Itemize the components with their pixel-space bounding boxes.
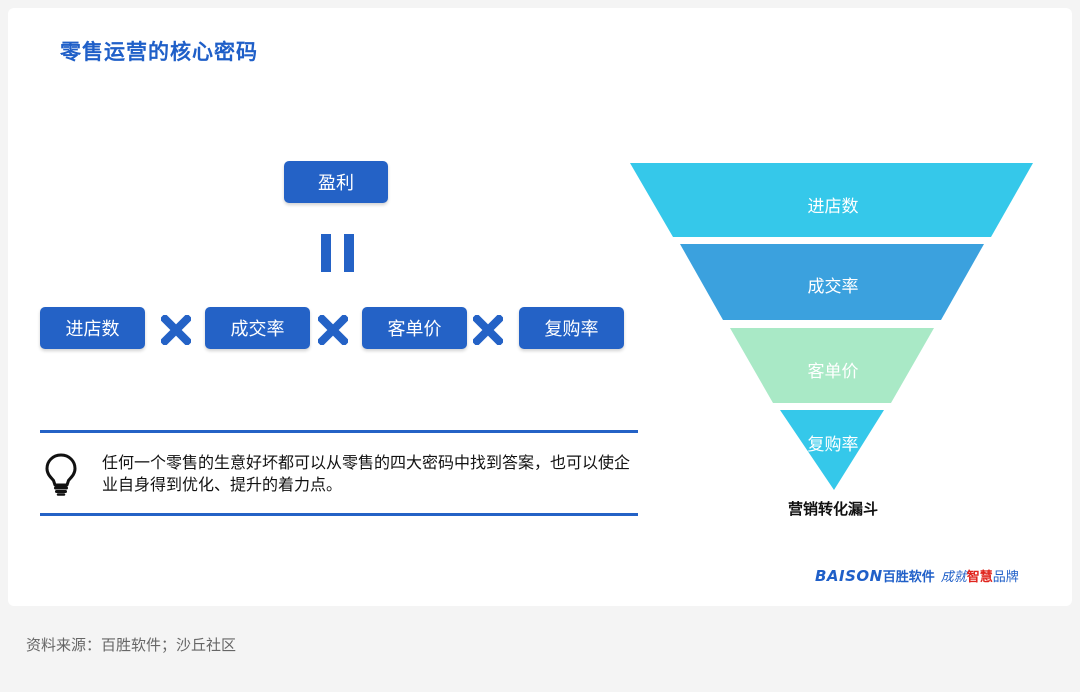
sales-funnel [630, 163, 1033, 490]
lightbulb-icon [45, 453, 77, 496]
page-title: 零售运营的核心密码 [60, 40, 258, 64]
multiply-icon [473, 315, 503, 345]
funnel-level-repurchase [780, 410, 884, 490]
multiply-icon [161, 315, 191, 345]
funnel-level-visits [630, 163, 1033, 237]
result-box-profit: 盈利 [284, 161, 388, 203]
funnel-label-avg-order: 客单价 [807, 362, 859, 382]
note-bottom-divider [40, 513, 638, 516]
source-caption: 资料来源：百胜软件；沙丘社区 [26, 636, 237, 654]
term-box-visits: 进店数 [40, 307, 145, 349]
funnel-level-avg-order [730, 328, 934, 403]
term-box-avg-order: 客单价 [362, 307, 467, 349]
funnel-label-conversion: 成交率 [807, 277, 859, 297]
multiply-icon [318, 315, 348, 345]
funnel-level-conversion [680, 244, 984, 320]
note-top-divider [40, 430, 638, 433]
funnel-label-visits: 进店数 [807, 197, 859, 217]
note-text: 任何一个零售的生意好坏都可以从零售的四大密码中找到答案，也可以使企业自身得到优化… [102, 453, 631, 494]
baison-logo: BAISON百胜软件成就智慧品牌 [815, 567, 1019, 585]
term-box-conversion: 成交率 [205, 307, 310, 349]
term-box-repurchase: 复购率 [519, 307, 624, 349]
funnel-label-repurchase: 复购率 [807, 435, 859, 455]
funnel-caption: 营销转化漏斗 [787, 500, 878, 518]
